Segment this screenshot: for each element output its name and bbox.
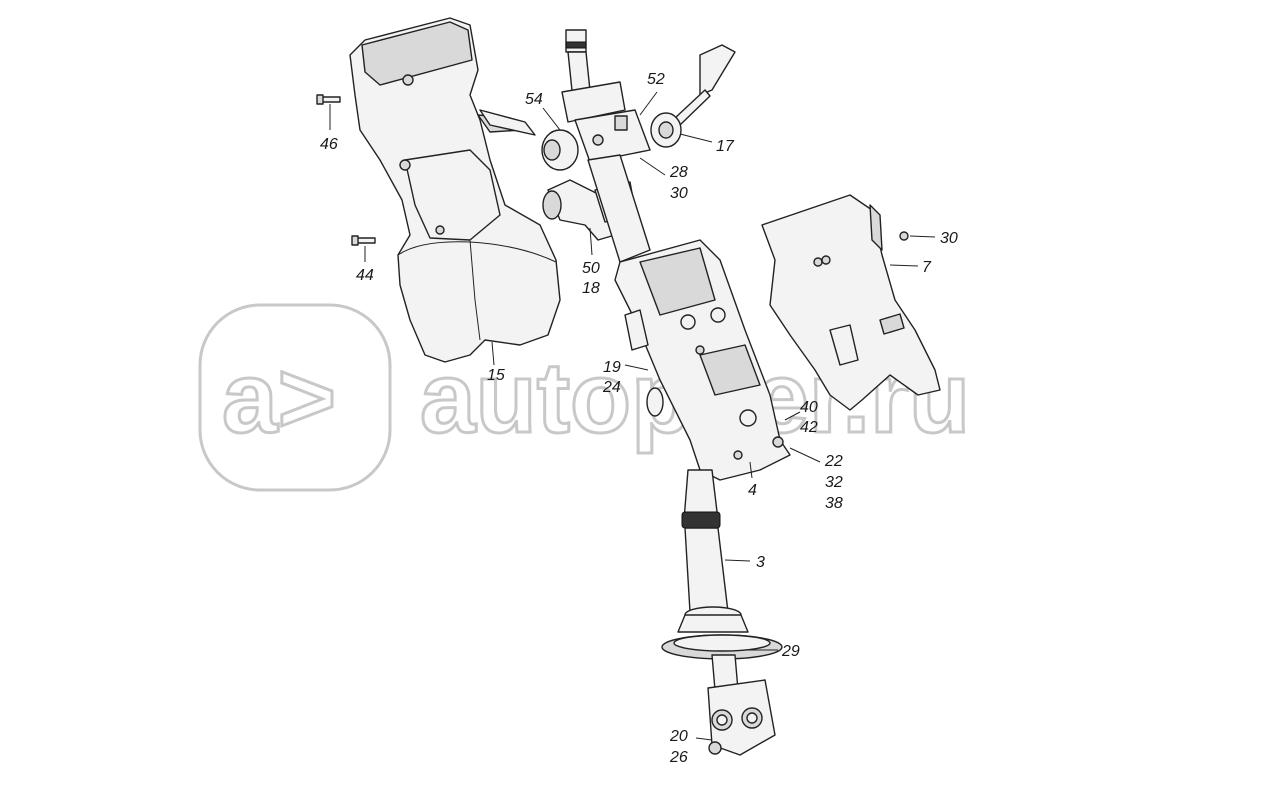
callout-50: 50 <box>582 260 600 277</box>
part-column-tube <box>587 154 651 263</box>
watermark-logo-frame <box>198 303 392 492</box>
nut-30 <box>899 231 909 241</box>
callout-18: 18 <box>582 280 600 297</box>
callout-44: 44 <box>356 267 374 284</box>
callout-3: 3 <box>756 554 765 571</box>
callout-4: 4 <box>748 482 757 499</box>
callout-15: 15 <box>487 367 505 384</box>
part-29-boot-flange <box>661 606 783 691</box>
part-17-lever <box>650 44 736 148</box>
callout-40: 40 <box>800 399 818 416</box>
callout-32: 32 <box>825 474 843 491</box>
part-3-lower-shaft <box>681 469 729 613</box>
screw-44 <box>351 235 376 246</box>
part-4-column-housing <box>614 239 791 481</box>
callout-20: 20 <box>669 728 688 745</box>
callout-labels: 46 44 15 54 52 17 28 30 50 18 19 24 30 7… <box>320 71 958 766</box>
callout-38: 38 <box>825 495 843 512</box>
part-20-universal-joint <box>707 679 776 756</box>
part-7-upper-shroud <box>761 194 941 411</box>
callout-46: 46 <box>320 136 338 153</box>
callout-28: 28 <box>669 164 688 181</box>
callout-26: 26 <box>669 749 688 766</box>
callout-42: 42 <box>800 419 818 436</box>
part-54-switch-knob <box>479 109 579 171</box>
callout-30-a: 30 <box>670 185 688 202</box>
callout-7: 7 <box>922 259 932 276</box>
callout-24: 24 <box>602 379 621 396</box>
screw-46 <box>316 94 341 105</box>
callout-19: 19 <box>603 359 621 376</box>
leader-lines <box>329 91 936 741</box>
part-15-lower-shroud <box>349 17 561 363</box>
callout-52: 52 <box>647 71 665 88</box>
watermark-logo-text: a> <box>222 342 336 454</box>
callout-29: 29 <box>781 643 800 660</box>
callout-30-b: 30 <box>940 230 958 247</box>
callout-22: 22 <box>824 453 843 470</box>
callout-17: 17 <box>716 138 735 155</box>
part-52-switch-block <box>561 81 651 163</box>
callout-54: 54 <box>525 91 543 108</box>
